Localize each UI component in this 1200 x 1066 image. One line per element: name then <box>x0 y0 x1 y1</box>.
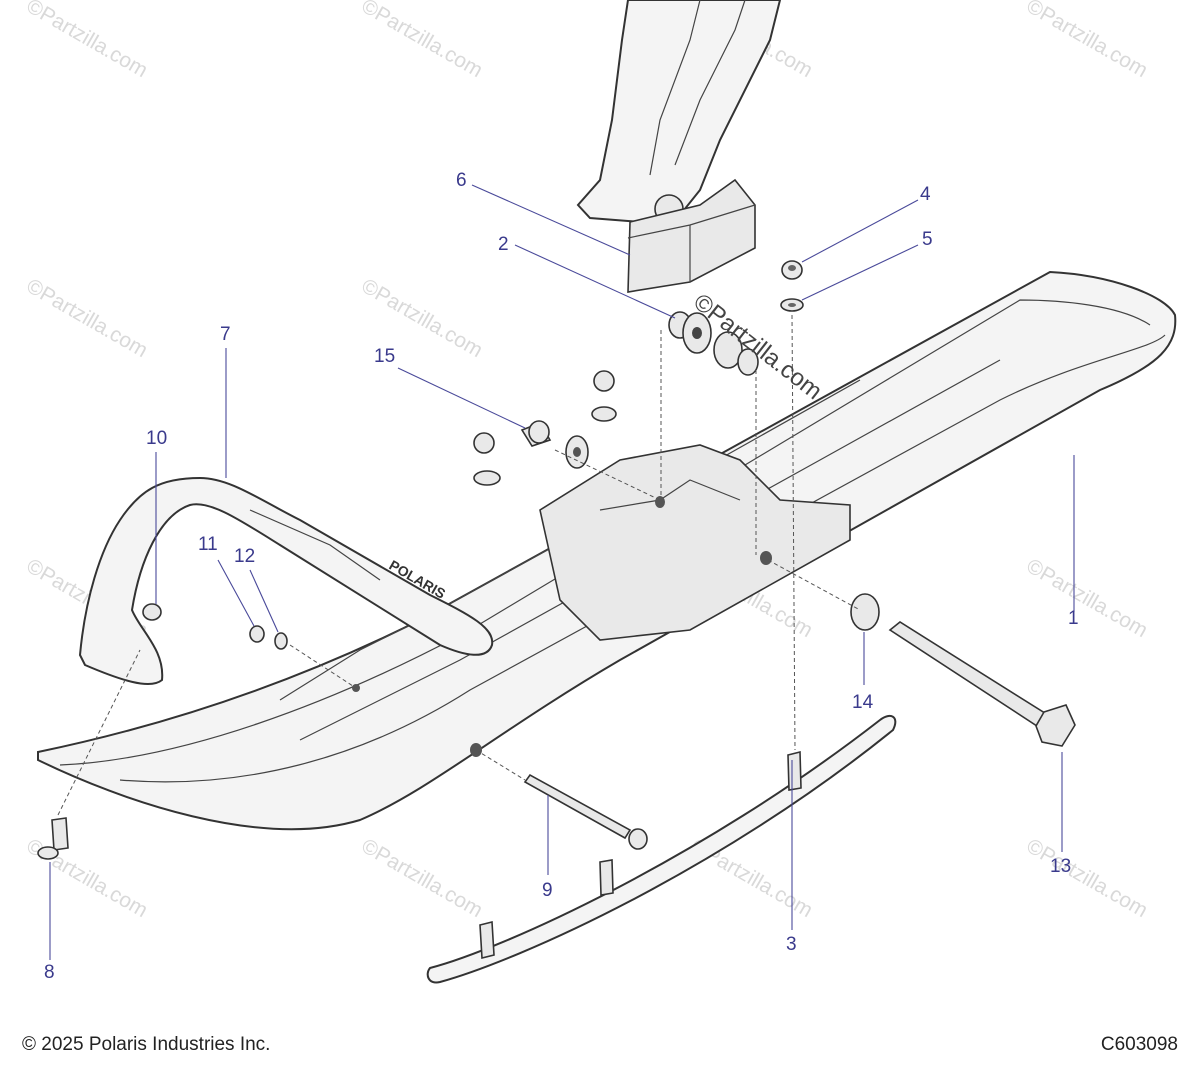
callout-4: 4 <box>920 184 931 205</box>
callout-5: 5 <box>922 229 933 250</box>
callout-7: 7 <box>220 324 231 345</box>
watermark: ©Partzilla.com <box>358 0 487 82</box>
callout-3: 3 <box>786 934 797 955</box>
callout-13: 13 <box>1050 856 1071 877</box>
watermark: ©Partzilla.com <box>1023 554 1152 642</box>
spacer-washer <box>850 593 880 631</box>
callout-6: 6 <box>456 170 467 191</box>
washer <box>274 632 288 650</box>
drawing-code: C603098 <box>1100 1034 1178 1055</box>
watermark: ©Partzilla.com <box>23 0 152 82</box>
nut <box>249 625 265 643</box>
callout-1: 1 <box>1068 608 1079 629</box>
watermark: ©Partzilla.com <box>358 834 487 922</box>
callout-9: 9 <box>542 880 553 901</box>
callout-11: 11 <box>198 534 218 555</box>
bolt <box>888 621 1076 747</box>
pin <box>523 773 648 850</box>
carbide-runner <box>426 714 897 984</box>
watermark: ©Partzilla.com <box>1023 0 1152 82</box>
callout-10: 10 <box>146 428 167 449</box>
watermark: ©Partzilla.com <box>1023 834 1152 922</box>
spindle <box>576 0 782 224</box>
bushings <box>668 311 759 376</box>
copyright-notice: © 2025 Polaris Industries Inc. <box>22 1034 271 1055</box>
bushing-hardware <box>473 370 617 486</box>
callout-15: 15 <box>374 346 395 367</box>
plug <box>142 603 162 621</box>
ski-body <box>37 270 1177 831</box>
assembly-lines <box>57 314 861 816</box>
rivet <box>37 817 69 860</box>
watermark: ©Partzilla.com <box>23 274 152 362</box>
callouts: 1 2 3 4 5 6 7 8 9 10 11 12 13 14 15 <box>44 170 1079 983</box>
callout-12: 12 <box>234 546 255 567</box>
callout-2: 2 <box>498 234 509 255</box>
nut-and-washer <box>780 260 804 312</box>
callout-8: 8 <box>44 962 55 983</box>
callout-leaders <box>49 184 1075 960</box>
callout-14: 14 <box>852 692 874 713</box>
spindle-block <box>627 178 756 293</box>
partzilla-stamp: ©Partzilla.com <box>688 288 827 405</box>
